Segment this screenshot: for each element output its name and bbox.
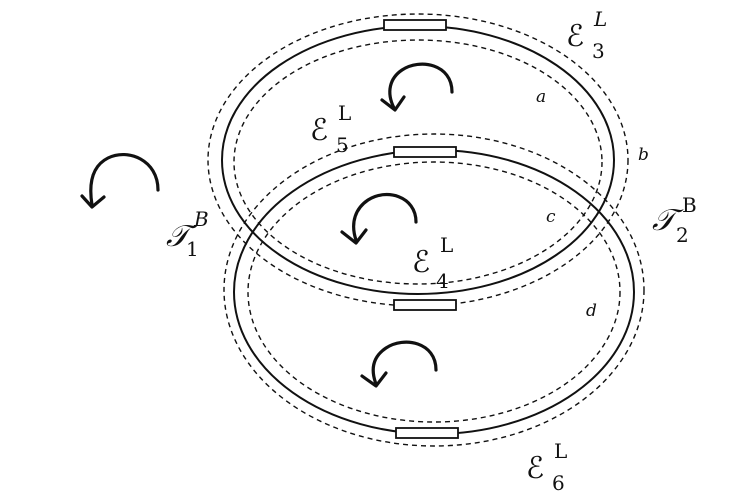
rotation-arrow-icon — [80, 153, 160, 209]
svg-text:1: 1 — [186, 237, 199, 261]
svg-text:ℰ: ℰ — [526, 451, 544, 486]
region-label-d: d — [586, 301, 597, 321]
junction-rect-e5 — [393, 146, 457, 158]
label-e6: ℰ L 6 — [526, 439, 567, 495]
lower-loop-solid — [233, 149, 635, 435]
svg-text:6: 6 — [552, 471, 565, 495]
label-e4: ℰ L 4 — [412, 233, 453, 293]
svg-text:B: B — [193, 207, 209, 231]
svg-text:L: L — [338, 101, 351, 125]
upper-loop-inner-dashed — [233, 39, 603, 285]
lower-loop — [223, 133, 645, 447]
label-e5: ℰ L 5 — [310, 101, 351, 157]
svg-text:L: L — [593, 7, 607, 31]
rotation-arrow-icon — [380, 62, 454, 112]
svg-text:2: 2 — [676, 223, 689, 247]
svg-text:5: 5 — [336, 133, 349, 157]
junction-rect-e6 — [395, 427, 459, 439]
rotation-arrow-icon — [360, 340, 438, 388]
junction-rect-e3 — [383, 19, 447, 31]
lower-loop-outer-dashed — [223, 133, 645, 447]
svg-text:L: L — [554, 439, 567, 463]
svg-text:ℰ: ℰ — [412, 245, 430, 280]
region-label-a: a — [536, 87, 546, 107]
region-label-c: c — [546, 207, 556, 227]
svg-text:L: L — [440, 233, 453, 257]
label-e3: ℰ L 3 — [566, 7, 607, 63]
rotation-arrow-icon — [340, 192, 418, 245]
svg-text:ℰ: ℰ — [566, 19, 584, 54]
label-t1: 𝒯 B 1 — [166, 207, 209, 261]
svg-text:4: 4 — [436, 269, 449, 293]
label-t2: 𝒯 B 2 — [652, 193, 697, 247]
svg-text:ℰ: ℰ — [310, 113, 328, 148]
lower-loop-inner-dashed — [247, 161, 621, 423]
junction-rect-e4 — [393, 299, 457, 311]
region-label-b: b — [638, 145, 649, 165]
svg-text:B: B — [682, 193, 697, 217]
svg-text:3: 3 — [592, 39, 605, 63]
